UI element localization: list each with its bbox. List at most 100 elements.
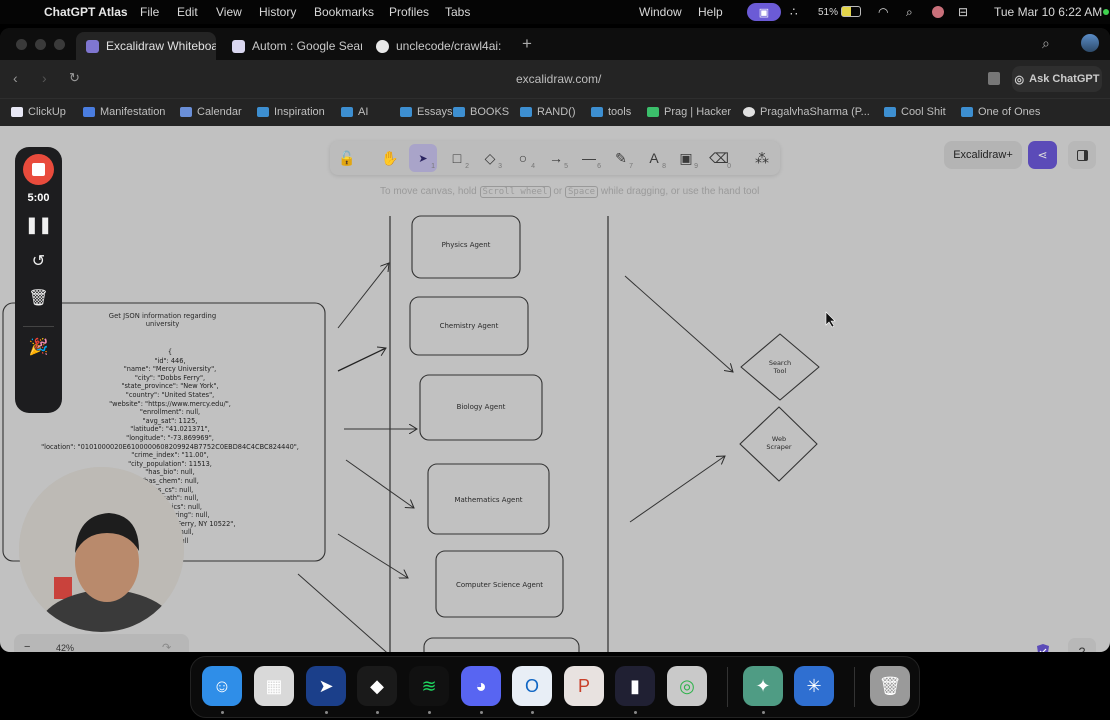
menu-file[interactable]: File <box>140 5 160 19</box>
tool-rectangle[interactable]: □2 <box>443 144 471 172</box>
menu-tabs[interactable]: Tabs <box>445 5 471 19</box>
tab-autom[interactable]: Autom : Google Searc <box>222 32 362 60</box>
restart-icon[interactable]: ↺ <box>31 253 46 270</box>
menu-bookmarks[interactable]: Bookmarks <box>314 5 375 19</box>
dock-app-perplexity-like[interactable]: ✳ <box>794 666 834 706</box>
dock-app-audio-meter[interactable]: ▮ <box>615 666 655 706</box>
tab-github[interactable]: unclecode/crawl4ai: · <box>366 32 506 60</box>
wifi-icon[interactable]: ◠ <box>878 5 889 19</box>
zoom-level[interactable]: 42% <box>56 643 75 652</box>
mathematics-agent-label[interactable]: Mathematics Agent <box>454 496 523 504</box>
biology-agent-label[interactable]: Biology Agent <box>456 403 506 411</box>
reload-button[interactable]: ↻ <box>69 70 80 85</box>
stop-recording-button[interactable] <box>23 154 54 185</box>
dock-app-outlook[interactable]: O <box>512 666 552 706</box>
undo-redo-icon[interactable]: ↷ <box>162 642 172 652</box>
battery-icon[interactable] <box>841 6 861 17</box>
dock-app-discord[interactable]: ◕ <box>461 666 501 706</box>
back-button[interactable]: ‹ <box>13 70 18 86</box>
dock-app-spotify[interactable]: ≋ <box>409 666 449 706</box>
siri-icon[interactable] <box>932 6 944 18</box>
library-button[interactable] <box>1068 141 1096 169</box>
dock-app-trash[interactable]: 🗑 <box>870 666 910 706</box>
share-icon: ⋖ <box>1037 148 1048 162</box>
shield-check-icon[interactable] <box>1035 643 1051 652</box>
tab-search-icon[interactable]: ⌕ <box>1042 35 1050 51</box>
bookmark-item[interactable]: Inspiration <box>257 106 325 118</box>
tool-arrow[interactable]: →5 <box>542 144 570 172</box>
bookmark-item[interactable]: AI <box>341 106 368 118</box>
screen-recording-icon[interactable]: ▣ <box>747 3 781 21</box>
tool-hand[interactable]: ✋ <box>376 144 404 172</box>
tool-image[interactable]: ▣9 <box>672 144 700 172</box>
tool-lock[interactable]: 🔓 <box>333 144 361 172</box>
spotlight-search-icon[interactable]: ⌕ <box>906 5 913 19</box>
dots-icon[interactable]: ∴ <box>790 5 799 19</box>
menu-app-name[interactable]: ChatGPT Atlas <box>44 5 128 19</box>
bookmark-item[interactable]: Cool Shit <box>884 106 946 118</box>
tool-ellipse[interactable]: ○4 <box>509 144 537 172</box>
physics-agent-label[interactable]: Physics Agent <box>441 241 491 249</box>
bookmark-item[interactable]: RAND() <box>520 106 576 118</box>
trash-icon[interactable]: 🗑 <box>28 290 49 307</box>
menu-history[interactable]: History <box>259 5 297 19</box>
tool-eraser[interactable]: ⌫0 <box>705 144 733 172</box>
bookmark-item[interactable]: BOOKS <box>453 106 509 118</box>
tool-line[interactable]: —6 <box>575 144 603 172</box>
bookmark-item[interactable]: Manifestation <box>83 106 165 118</box>
new-tab-button[interactable]: + <box>522 34 532 53</box>
zoom-window-button[interactable] <box>54 39 65 50</box>
menu-window[interactable]: Window <box>639 5 682 19</box>
dock-app-telegram-like[interactable]: ➤ <box>306 666 346 706</box>
input-box-title[interactable]: Get JSON information regarding universit… <box>40 312 285 328</box>
pause-button[interactable]: ❚❚ <box>25 217 52 234</box>
dock-app-launchpad[interactable]: ▦ <box>254 666 294 706</box>
bookmark-item[interactable]: Essays <box>400 106 452 118</box>
tool-draw[interactable]: ✎7 <box>607 144 635 172</box>
mathematics-agent-box <box>427 463 550 535</box>
computer-science-agent-label[interactable]: Computer Science Agent <box>455 581 544 589</box>
web-scraper-label[interactable]: Web Scraper <box>749 435 809 451</box>
bookmark-item[interactable]: PragalvhaSharma (P... <box>743 106 870 118</box>
excalidraw-plus-button[interactable]: Excalidraw+ <box>944 141 1022 169</box>
profile-avatar[interactable] <box>1081 34 1099 52</box>
excalidraw-canvas[interactable]: Get JSON information regarding universit… <box>0 126 1110 652</box>
control-center-icon[interactable]: ⊟ <box>958 5 969 19</box>
menu-profiles[interactable]: Profiles <box>389 5 430 19</box>
zoom-out-button[interactable]: − <box>24 641 31 652</box>
extension-icon[interactable] <box>988 72 1000 85</box>
menu-view[interactable]: View <box>216 5 242 19</box>
dock-app-cube-app[interactable]: ◆ <box>357 666 397 706</box>
bookmark-item[interactable]: Calendar <box>180 106 242 118</box>
bookmark-label: Manifestation <box>100 106 166 118</box>
bookmark-item[interactable]: One of Ones <box>961 106 1040 118</box>
forward-button[interactable]: › <box>42 70 47 86</box>
menubar-clock[interactable]: Tue Mar 10 6:22 AM <box>994 5 1103 19</box>
tool-shortcut: 1 <box>431 163 435 170</box>
chemistry-agent-label[interactable]: Chemistry Agent <box>439 322 499 330</box>
dock-app-finder[interactable]: ☺ <box>202 666 242 706</box>
menu-edit[interactable]: Edit <box>177 5 198 19</box>
webcam-bubble[interactable] <box>19 467 184 632</box>
dock-app-find-my[interactable]: ◎ <box>667 666 707 706</box>
bookmark-item[interactable]: ClickUp <box>11 106 66 118</box>
dock-app-powerpoint[interactable]: P <box>564 666 604 706</box>
confetti-icon[interactable]: 🎉 <box>28 339 49 356</box>
menu-help[interactable]: Help <box>698 5 723 19</box>
search-tool-label[interactable]: Search Tool <box>750 359 810 375</box>
url-field[interactable]: excalidraw.com/ <box>516 72 602 86</box>
search-tool-line2: Tool <box>773 367 787 375</box>
tab-excalidraw[interactable]: Excalidraw Whiteboa <box>76 32 216 60</box>
help-button[interactable]: ? <box>1068 638 1096 652</box>
tool-diamond[interactable]: ◇3 <box>476 144 504 172</box>
tool-selection[interactable]: ➤1 <box>409 144 437 172</box>
close-window-button[interactable] <box>16 39 27 50</box>
ask-chatgpt-button[interactable]: ◎ Ask ChatGPT <box>1012 66 1102 92</box>
minimize-window-button[interactable] <box>35 39 46 50</box>
share-button[interactable]: ⋖ <box>1028 141 1057 169</box>
bookmark-item[interactable]: tools <box>591 106 631 118</box>
dock-app-cleaner[interactable]: ✦ <box>743 666 783 706</box>
bookmark-item[interactable]: Prag | Hacker <box>647 106 731 118</box>
tool-more-tools[interactable]: ⁂ <box>748 144 776 172</box>
